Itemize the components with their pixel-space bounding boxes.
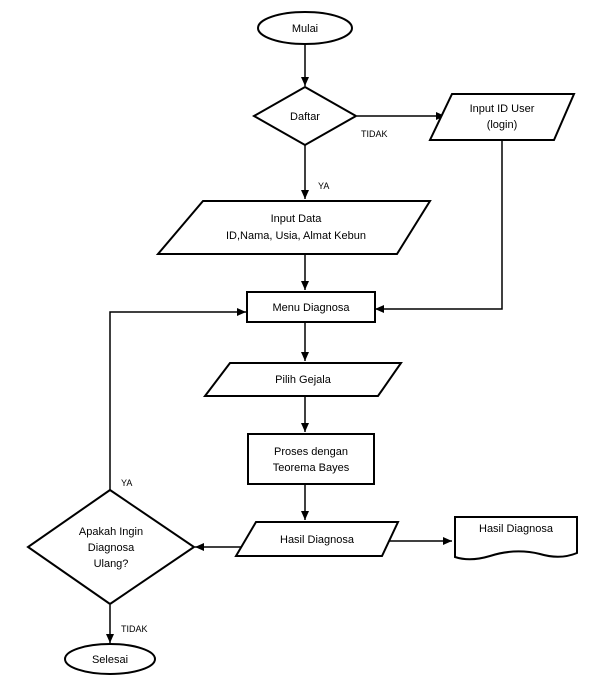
node-input-id-user-line-2: (login) xyxy=(487,119,518,131)
edges xyxy=(106,44,503,643)
node-menu-diagnosa-label: Menu Diagnosa xyxy=(272,302,350,314)
node-input-data-line-1: Input Data xyxy=(271,213,323,225)
node-proses: Proses dengan Teorema Bayes xyxy=(247,433,375,485)
node-menu-diagnosa: Menu Diagnosa xyxy=(246,291,376,323)
node-daftar-label: Daftar xyxy=(290,111,320,123)
edge-input-id-user-to-menu xyxy=(375,140,503,313)
edge-label-apakah-tidak: TIDAK xyxy=(121,624,148,634)
node-selesai: Selesai xyxy=(64,643,156,675)
node-input-data-line-2: ID,Nama, Usia, Almat Kebun xyxy=(226,230,366,242)
node-daftar: Daftar xyxy=(251,85,359,147)
node-pilih-gejala-label: Pilih Gejala xyxy=(275,374,332,386)
node-hasil-diagnosa-document: Hasil Diagnosa xyxy=(454,516,578,561)
node-apakah-line-2: Diagnosa xyxy=(88,542,135,554)
node-proses-line-2: Teorema Bayes xyxy=(273,462,350,474)
node-mulai: Mulai xyxy=(257,11,353,45)
node-input-id-user-line-1: Input ID User xyxy=(470,103,535,115)
node-hasil-diagnosa-document-label: Hasil Diagnosa xyxy=(479,523,554,535)
edge-labels: TIDAK YA YA TIDAK xyxy=(121,129,388,634)
node-input-data: Input Data ID,Nama, Usia, Almat Kebun xyxy=(155,200,432,255)
edge-label-daftar-tidak: TIDAK xyxy=(361,129,388,139)
node-input-id-user: Input ID User (login) xyxy=(428,93,576,141)
node-apakah-line-3: Ulang? xyxy=(94,558,129,570)
edge-label-apakah-ya: YA xyxy=(121,478,132,488)
edge-apakah-ya-to-menu xyxy=(109,308,246,490)
node-apakah-diagnosa-ulang: Apakah Ingin Diagnosa Ulang? xyxy=(26,488,196,606)
node-pilih-gejala: Pilih Gejala xyxy=(202,362,403,397)
node-hasil-diagnosa-label: Hasil Diagnosa xyxy=(280,534,355,546)
node-apakah-line-1: Apakah Ingin xyxy=(79,526,143,538)
node-selesai-label: Selesai xyxy=(92,654,128,666)
node-hasil-diagnosa: Hasil Diagnosa xyxy=(234,521,400,557)
node-mulai-label: Mulai xyxy=(292,23,318,35)
edge-label-daftar-ya: YA xyxy=(318,181,329,191)
node-proses-line-1: Proses dengan xyxy=(274,446,348,458)
